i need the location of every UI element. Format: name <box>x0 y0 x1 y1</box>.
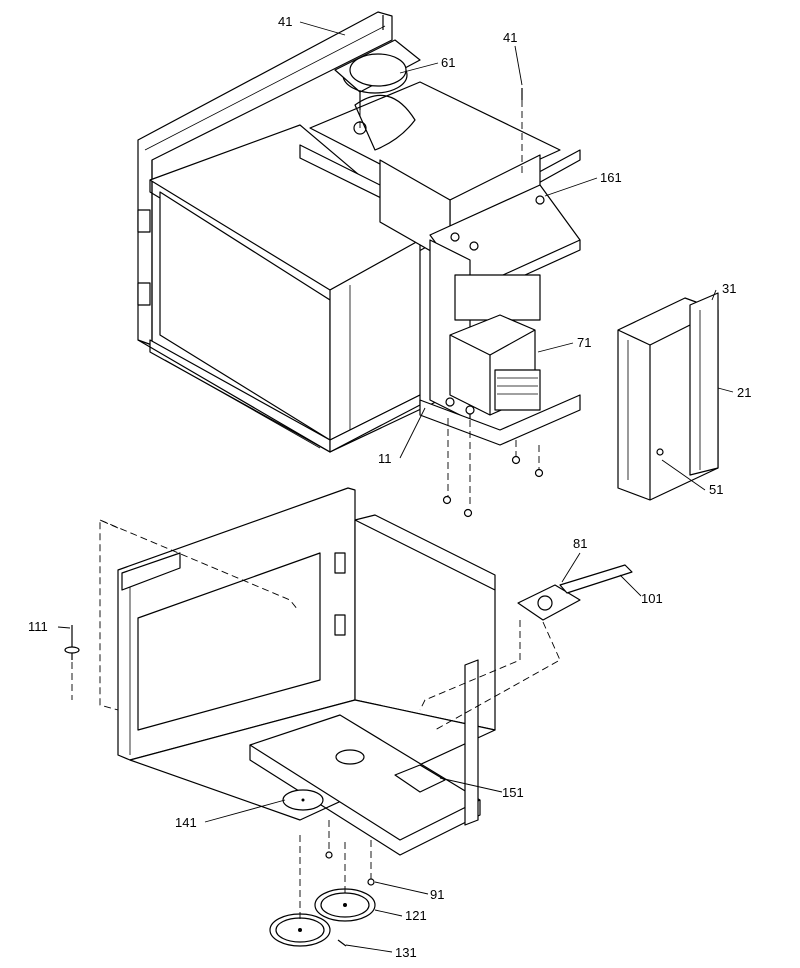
callout-labels: 41 41 61 161 31 71 21 11 51 81 101 111 1… <box>28 14 751 960</box>
callout-131: 131 <box>395 945 417 960</box>
callout-41-top-left: 41 <box>278 14 292 29</box>
callout-31: 31 <box>722 281 736 296</box>
callout-101: 101 <box>641 591 663 606</box>
callout-111: 111 <box>28 619 48 634</box>
callout-51: 51 <box>709 482 723 497</box>
callout-71: 71 <box>577 335 591 350</box>
callout-161: 161 <box>600 170 622 185</box>
callout-41-top-right: 41 <box>503 30 517 45</box>
callout-151: 151 <box>502 785 524 800</box>
door-frame-assembly <box>617 292 719 501</box>
callout-121: 121 <box>405 908 427 923</box>
callout-11: 11 <box>378 451 392 466</box>
upper-cabinet-assembly <box>137 11 581 518</box>
callout-81: 81 <box>573 536 587 551</box>
lower-cavity-assembly <box>64 487 633 947</box>
callout-61: 61 <box>441 55 455 70</box>
callout-21: 21 <box>737 385 751 400</box>
callout-91: 91 <box>430 887 444 902</box>
callout-141: 141 <box>175 815 197 830</box>
callout-leaders <box>57 21 734 953</box>
